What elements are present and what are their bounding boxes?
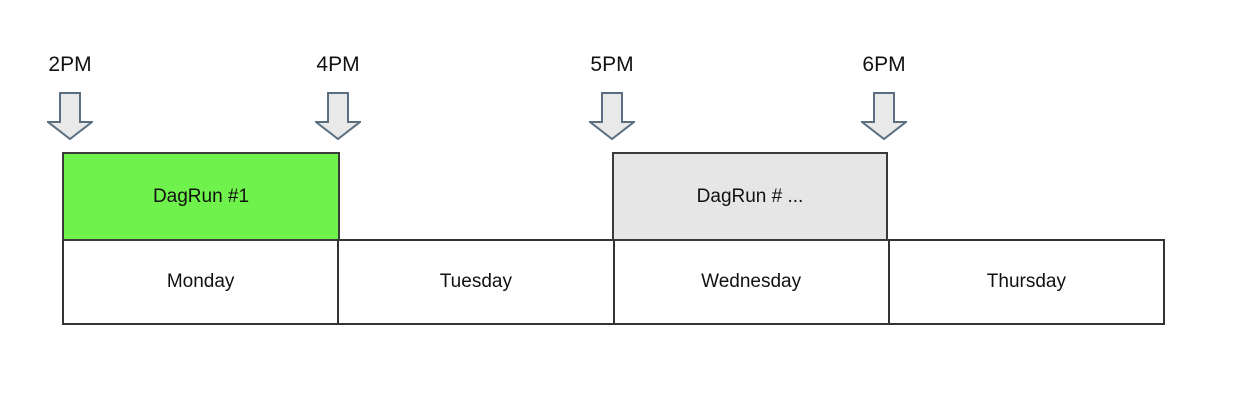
down-arrow-icon [315,92,361,140]
day-label: Tuesday [439,271,512,292]
day-label: Monday [166,271,235,292]
time-label-2pm: 2PM [48,53,92,76]
dagrun-1-box: DagRun #1 [62,152,340,241]
time-label-4pm: 4PM [316,53,360,76]
down-arrow-icon [589,92,635,140]
time-label-5pm: 5PM [590,53,634,76]
dagrun-1-label: DagRun #1 [152,185,250,207]
day-row: Monday Tuesday Wednesday Thursday [62,239,1165,325]
day-label: Thursday [986,271,1066,292]
dagrun-next-box: DagRun # ... [612,152,888,241]
day-label: Wednesday [701,271,802,292]
day-cell-wednesday: Wednesday [612,241,888,323]
time-label-6pm: 6PM [862,53,906,76]
day-cell-thursday: Thursday [887,241,1163,323]
down-arrow-icon [47,92,93,140]
down-arrow-icon [861,92,907,140]
day-cell-tuesday: Tuesday [337,241,612,323]
dagrun-next-label: DagRun # ... [696,185,804,207]
day-cell-monday: Monday [64,241,337,323]
